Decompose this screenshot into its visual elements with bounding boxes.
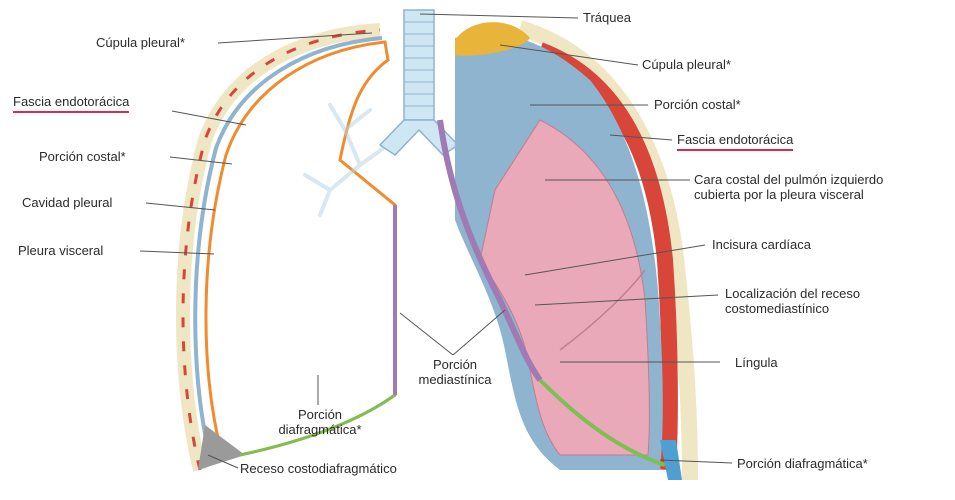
label-fascia-left: Fascia endotorácica: [13, 94, 129, 113]
label-fascia-right: Fascia endotorácica: [677, 132, 793, 151]
trachea: [380, 10, 458, 155]
label-incisura: Incisura cardíaca: [712, 237, 811, 252]
label-mediastinica-line2: mediastínica: [400, 372, 510, 387]
label-receso-cd: Receso costodiafragmático: [240, 461, 397, 476]
label-mediastinica: Porción mediastínica: [400, 357, 510, 387]
label-cara-costal-line1: Cara costal del pulmón izquierdo: [694, 172, 883, 187]
label-mediastinica-line1: Porción: [400, 357, 510, 372]
left-lung: [440, 22, 690, 480]
label-receso-cm-line2: costomediastínico: [725, 301, 860, 316]
label-receso-cm-line1: Localización del receso: [725, 286, 860, 301]
label-diafrag-left-line2: diafragmática*: [265, 422, 375, 437]
label-cavidad: Cavidad pleural: [22, 195, 112, 210]
label-costal-right: Porción costal*: [654, 97, 741, 112]
label-visceral: Pleura visceral: [18, 243, 103, 258]
label-lingula: Língula: [735, 355, 778, 370]
label-cupula-left: Cúpula pleural*: [96, 35, 185, 50]
label-cara-costal: Cara costal del pulmón izquierdo cubiert…: [694, 172, 883, 202]
label-costal-left: Porción costal*: [39, 149, 126, 164]
label-cupula-right: Cúpula pleural*: [642, 57, 731, 72]
label-diafrag-left-line1: Porción: [265, 407, 375, 422]
label-cara-costal-line2: cubierta por la pleura visceral: [694, 187, 883, 202]
label-receso-cm: Localización del receso costomediastínic…: [725, 286, 860, 316]
label-traquea: Tráquea: [583, 10, 631, 25]
label-diafrag-right: Porción diafragmática*: [737, 456, 868, 471]
label-diafrag-left: Porción diafragmática*: [265, 407, 375, 437]
